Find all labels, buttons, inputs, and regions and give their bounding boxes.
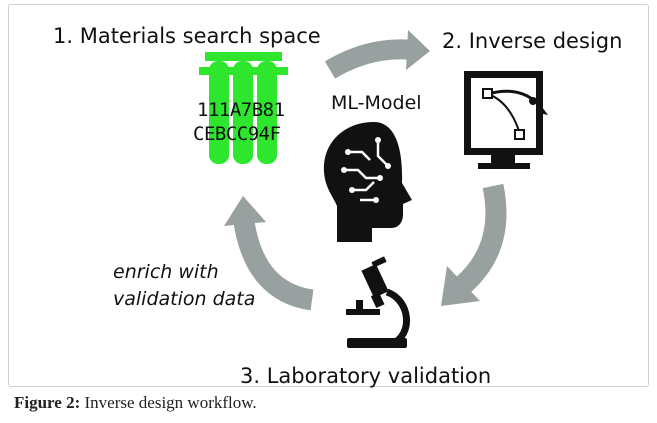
caption-text: Inverse design workflow. xyxy=(80,393,257,412)
ml-model-label: ML-Model xyxy=(331,92,422,114)
test-tubes-icon xyxy=(199,52,288,164)
step-1-label: 1. Materials search space xyxy=(53,24,321,48)
arrow-to-search-space xyxy=(224,196,314,311)
microscope-icon xyxy=(346,256,410,348)
feedback-label-line-2: validation data xyxy=(113,288,256,310)
monitor-bezier-icon xyxy=(464,71,548,169)
caption-prefix: Figure 2: xyxy=(14,393,81,412)
step-3-label: 3. Laboratory validation xyxy=(240,364,492,388)
feedback-label-line-1: enrich with xyxy=(113,261,219,283)
arrow-to-lab-validation xyxy=(441,183,507,306)
tube-code-1: 111A7B81 xyxy=(197,99,285,121)
arrow-to-inverse-design xyxy=(324,30,430,79)
brain-head-icon xyxy=(323,122,412,242)
figure-caption: Figure 2: Inverse design workflow. xyxy=(14,393,257,413)
feedback-label: enrich with validation data xyxy=(113,259,255,313)
step-2-label: 2. Inverse design xyxy=(442,29,623,53)
figure-frame xyxy=(8,4,649,387)
tube-code-2: CEBCC94F xyxy=(193,123,281,145)
